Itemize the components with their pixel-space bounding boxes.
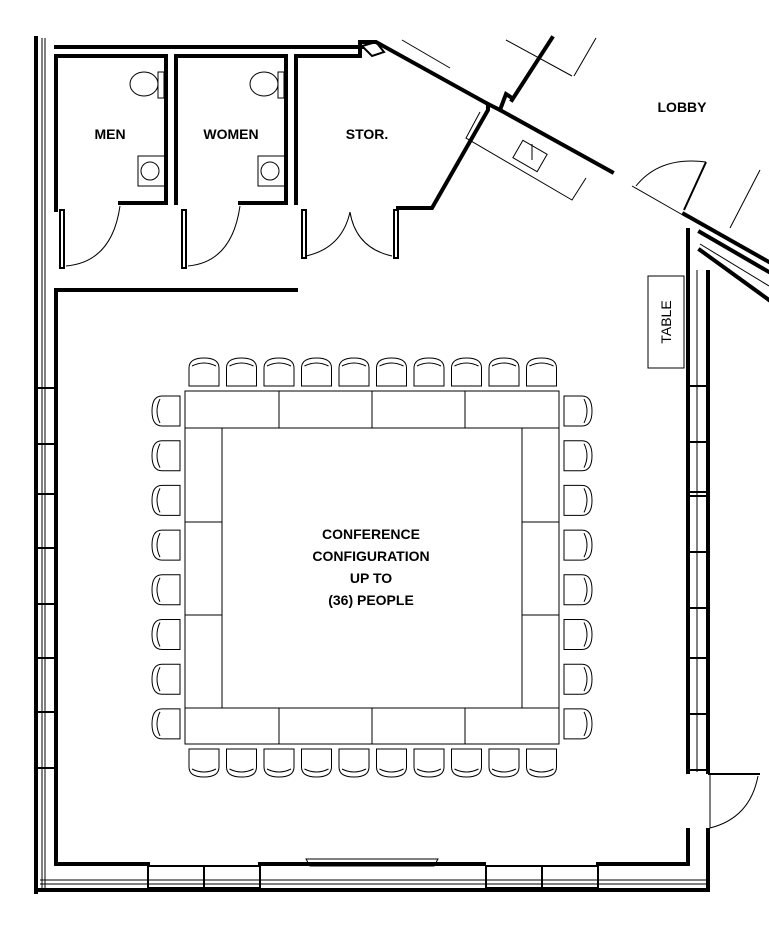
chair-icon	[563, 529, 593, 561]
room-label-storage: STOR.	[346, 126, 389, 142]
chair-icon	[488, 357, 520, 387]
south-wall	[34, 858, 710, 892]
chair-icon	[563, 484, 593, 516]
room-label-women: WOMEN	[203, 126, 258, 142]
chair-icon	[226, 748, 257, 778]
chair-icon	[338, 357, 370, 387]
chair-icon	[563, 663, 593, 695]
chair-icon	[263, 357, 295, 387]
chair-icon	[413, 357, 445, 387]
room-labels: MEN WOMEN STOR. LOBBY TABLE CONFERENCE C…	[94, 99, 707, 608]
chair-icon	[451, 357, 482, 387]
chair-icon	[263, 748, 295, 778]
chair-icon	[563, 395, 593, 427]
conference-note-line-2: CONFIGURATION	[312, 548, 429, 564]
chair-icon	[376, 748, 407, 778]
chair-icon	[563, 440, 593, 472]
chair-icon	[451, 748, 482, 778]
chair-icon	[188, 357, 220, 387]
conference-note-line-3: UP TO	[350, 570, 392, 586]
chair-icon	[151, 574, 181, 606]
chair-icon	[563, 619, 593, 650]
east-wall	[686, 228, 760, 892]
conference-note-line-4: (36) PEOPLE	[328, 592, 414, 608]
chair-icon	[563, 574, 593, 606]
chair-icon	[413, 748, 445, 778]
chair-icon	[151, 484, 181, 516]
chair-icon	[151, 529, 181, 561]
chair-icon	[151, 395, 181, 427]
side-table	[647, 275, 685, 369]
conference-note-line-1: CONFERENCE	[322, 526, 420, 542]
conference-table	[184, 390, 560, 745]
chair-icon	[151, 663, 181, 695]
room-label-lobby: LOBBY	[658, 99, 708, 115]
chair-icon	[151, 708, 181, 740]
chair-icon	[301, 357, 332, 387]
chair-icon	[151, 440, 181, 472]
chair-icon	[226, 357, 257, 387]
west-wall	[34, 36, 58, 894]
room-label-men: MEN	[94, 126, 125, 142]
chairs	[151, 357, 593, 778]
chair-icon	[151, 619, 181, 650]
chair-icon	[338, 748, 370, 778]
chair-icon	[526, 748, 557, 778]
chair-icon	[563, 708, 593, 740]
chair-icon	[188, 748, 220, 778]
chair-icon	[301, 748, 332, 778]
chair-icon	[376, 357, 407, 387]
restroom-fixtures	[84, 55, 287, 187]
north-wall	[54, 35, 769, 303]
table-label: TABLE	[658, 300, 674, 343]
chair-icon	[526, 357, 557, 387]
chair-icon	[488, 748, 520, 778]
